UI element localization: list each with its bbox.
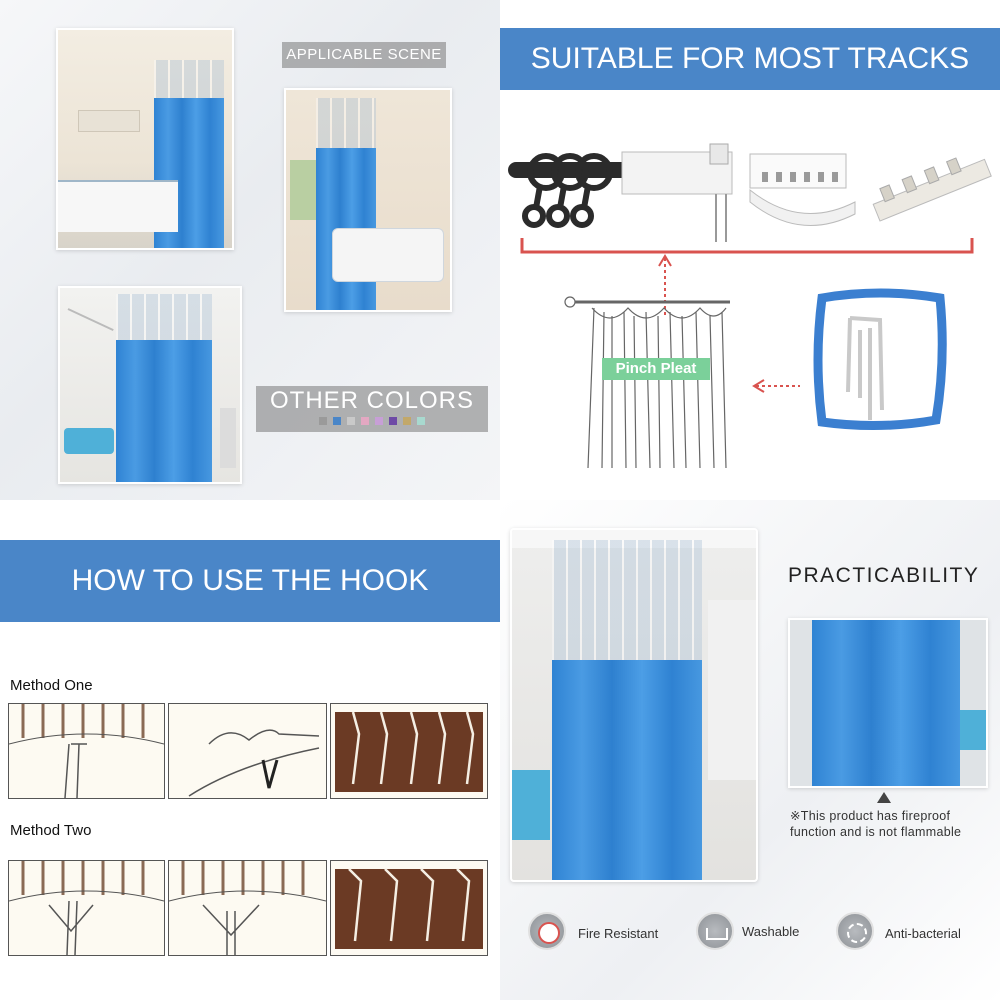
hook-banner: HOW TO USE THE HOOK [0, 540, 500, 622]
hospital-room-photo-2 [284, 88, 452, 312]
tracks-panel: SUITABLE FOR MOST TRACKS [500, 0, 1000, 500]
ward-photo-3 [58, 286, 242, 484]
curtain-room-photo [510, 528, 758, 882]
method-one-label: Method One [10, 677, 93, 694]
dotted-arrow-left [752, 379, 800, 393]
up-triangle-icon [877, 792, 891, 803]
glider-track [872, 157, 992, 222]
color-swatch[interactable] [389, 417, 397, 425]
tracks-illustration [508, 143, 992, 469]
applicable-scene-label: APPLICABLE SCENE [282, 42, 446, 68]
color-swatch[interactable] [347, 417, 355, 425]
color-swatch[interactable] [403, 417, 411, 425]
method-two-step-3 [330, 860, 488, 956]
fabric-closeup-photo [788, 618, 988, 788]
color-swatch[interactable] [361, 417, 369, 425]
method-two-step-1 [8, 860, 165, 956]
compatibility-bracket [520, 238, 974, 254]
dotted-arrow-up [658, 254, 672, 318]
fireproof-note-line-2: function and is not flammable [790, 825, 962, 839]
color-swatches [256, 416, 488, 426]
method-two-label: Method Two [10, 822, 92, 839]
pinch-pleat-label: Pinch Pleat [602, 358, 710, 380]
fire-resistant-icon [528, 912, 566, 950]
aluminum-track [621, 143, 733, 242]
fire-resistant-label: Fire Resistant [578, 926, 659, 941]
pinch-pleat-sketch [564, 296, 730, 469]
method-one-step-1 [8, 703, 165, 799]
rod-rings [522, 153, 613, 228]
fireproof-note-line-1: ※This product has fireproof [790, 809, 951, 823]
pinch-hook-picture [813, 288, 947, 431]
color-swatch[interactable] [319, 417, 327, 425]
method-two-step-2 [168, 860, 327, 956]
method-one-step-3 [330, 703, 488, 799]
washable-label: Washable [742, 924, 800, 939]
other-colors-box: OTHER COLORS [256, 386, 488, 432]
anti-bacterial-label: Anti-bacterial [885, 926, 961, 941]
method-one-step-2 [168, 703, 327, 799]
hook-usage-panel: HOW TO USE THE HOOK Method One Method Tw… [0, 500, 500, 1000]
curved-track [749, 153, 856, 226]
tracks-banner: SUITABLE FOR MOST TRACKS [500, 28, 1000, 90]
washable-icon [696, 912, 734, 950]
color-swatch[interactable] [417, 417, 425, 425]
practicability-panel: PRACTICABILITY ※This product has firepro… [500, 500, 1000, 1000]
anti-bacterial-icon [836, 912, 874, 950]
practicability-title: PRACTICABILITY [788, 564, 980, 587]
color-swatch[interactable] [375, 417, 383, 425]
color-swatch[interactable] [333, 417, 341, 425]
hospital-room-photo-1 [56, 28, 234, 250]
other-colors-label: OTHER COLORS [269, 387, 475, 414]
fireproof-note: ※This product has fireproof function and… [790, 808, 990, 840]
applicable-scene-panel: APPLICABLE SCENE OTHER COLORS [0, 0, 500, 500]
